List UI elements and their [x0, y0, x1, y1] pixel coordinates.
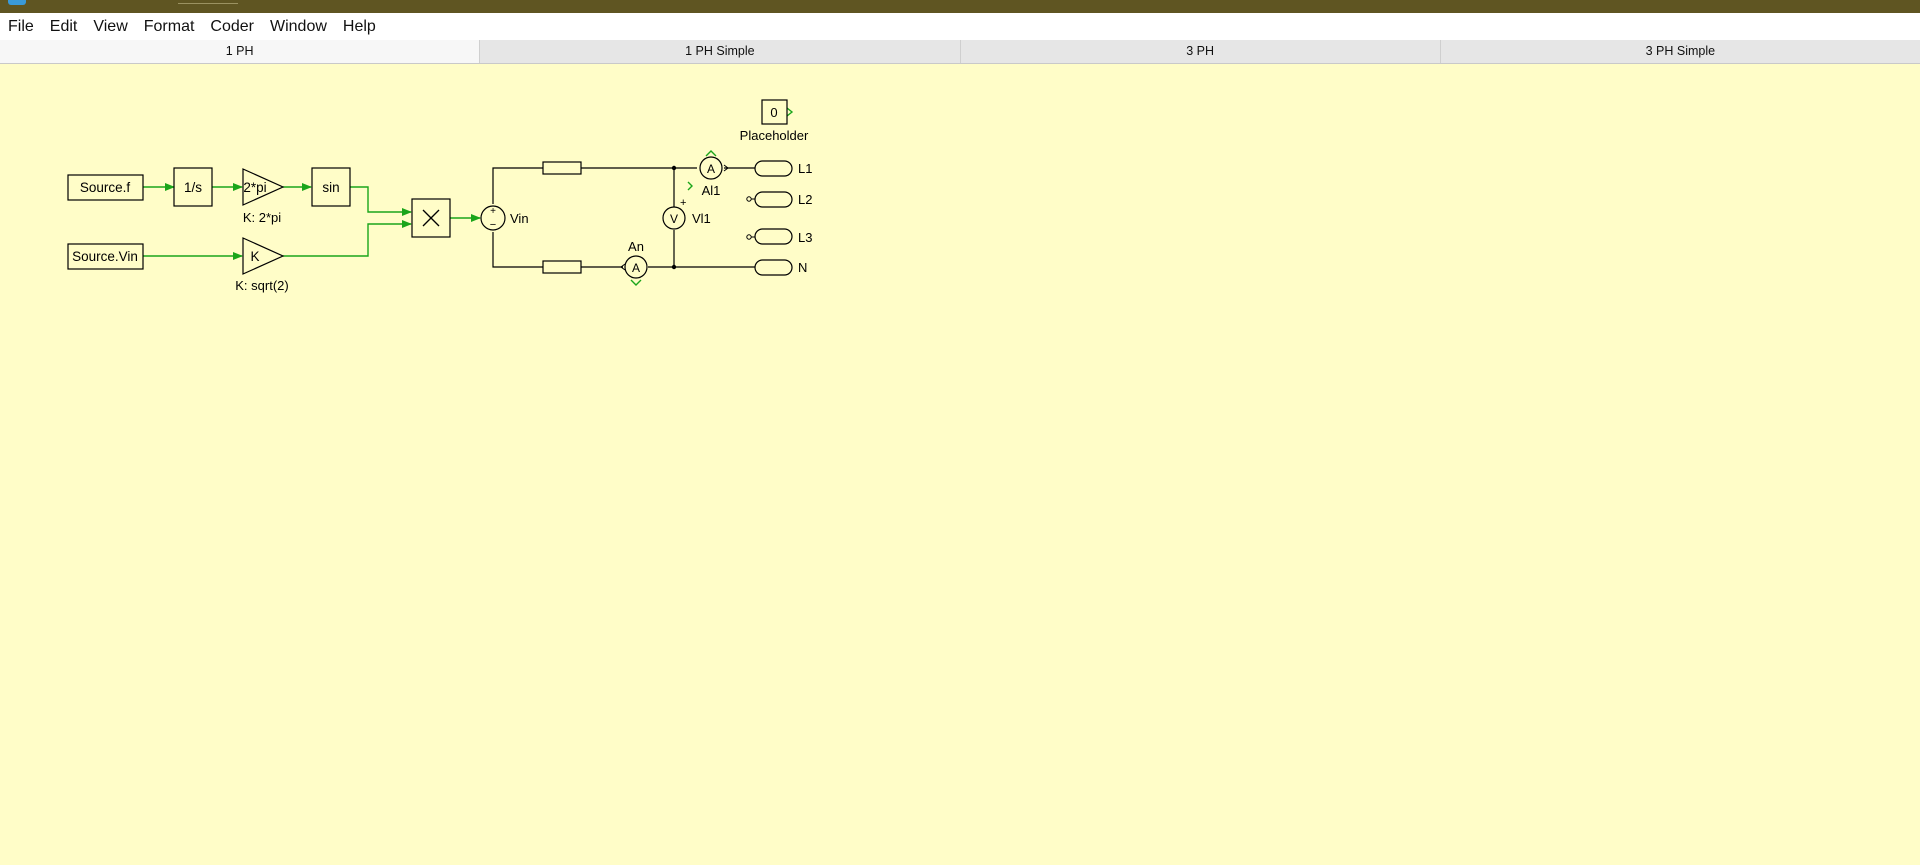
port-l3-terminal[interactable]: [746, 234, 752, 240]
an-direction-icon: [620, 263, 626, 271]
ammeter-al1[interactable]: A: [699, 156, 723, 180]
menu-format[interactable]: Format: [143, 18, 195, 35]
app-icon: [8, 0, 26, 5]
gain-2pi-caption: K: 2*pi: [243, 210, 281, 225]
source-f-label: Source.f: [80, 180, 131, 195]
junction-top: [671, 165, 677, 171]
signal-wires: [143, 107, 794, 286]
port-l3[interactable]: L3: [746, 228, 813, 245]
constant-caption: Placeholder: [740, 128, 809, 143]
al1-direction-icon: [723, 164, 729, 172]
gain-k-caption: K: sqrt(2): [235, 278, 288, 293]
menu-view[interactable]: View: [93, 18, 128, 35]
gain-2pi-block[interactable]: 2*pi: [242, 168, 285, 206]
ammeter-al1-symbol: A: [707, 162, 715, 176]
an-output-port[interactable]: [630, 279, 642, 286]
gain-k-block[interactable]: K: [242, 237, 285, 275]
vsource-plus-sign: +: [490, 206, 496, 217]
resistor-bottom[interactable]: [542, 260, 582, 274]
source-vin-block[interactable]: Source.Vin: [67, 243, 144, 270]
wire-sin-product[interactable]: [350, 186, 412, 216]
vsource-minus-sign: −: [490, 219, 496, 231]
al1-output-port[interactable]: [705, 150, 717, 157]
tab-1ph[interactable]: 1 PH: [0, 40, 480, 63]
product-block[interactable]: [411, 198, 451, 238]
ammeter-an-symbol: A: [632, 261, 640, 275]
voltmeter-output-port[interactable]: [687, 181, 693, 191]
sin-block[interactable]: sin: [311, 167, 351, 207]
port-l2-terminal[interactable]: [746, 196, 752, 202]
source-f-block[interactable]: Source.f: [67, 174, 144, 201]
voltmeter-caption: Vl1: [692, 211, 711, 226]
vin-label: Vin: [510, 211, 529, 226]
wire-bottom-left[interactable]: [492, 232, 543, 268]
sin-label: sin: [322, 180, 339, 195]
wire-gaink-product[interactable]: [283, 220, 412, 257]
block-diagram: Source.f 1/s 2*pi K: 2*pi sin Source.Vin…: [67, 99, 813, 293]
port-l1[interactable]: L1: [754, 160, 812, 177]
port-l2-label: L2: [798, 192, 812, 207]
port-l1-label: L1: [798, 161, 812, 176]
menu-coder[interactable]: Coder: [210, 18, 254, 35]
menu-file[interactable]: File: [8, 18, 34, 35]
gain-k-symbol: K: [250, 249, 259, 264]
menu-bar: File Edit View Format Coder Window Help: [0, 13, 1920, 40]
gain-2pi-symbol: 2*pi: [243, 180, 266, 195]
port-l2[interactable]: L2: [746, 191, 813, 208]
menu-window[interactable]: Window: [270, 18, 327, 35]
diagram-canvas[interactable]: Source.f 1/s 2*pi K: 2*pi sin Source.Vin…: [0, 64, 1920, 860]
constant-value: 0: [770, 105, 777, 120]
ammeter-al1-caption: Al1: [702, 183, 721, 198]
integrator-block[interactable]: 1/s: [173, 167, 213, 207]
port-l3-label: L3: [798, 230, 812, 245]
port-n[interactable]: N: [754, 259, 807, 276]
menu-help[interactable]: Help: [342, 18, 376, 35]
source-vin-label: Source.Vin: [72, 249, 138, 264]
window-title-bar: [0, 0, 1920, 13]
tab-bar: 1 PH 1 PH Simple 3 PH 3 PH Simple: [0, 40, 1920, 64]
voltage-source[interactable]: + −: [480, 205, 506, 231]
constant-output-port[interactable]: [786, 107, 794, 117]
electrical-wires: [492, 167, 755, 268]
voltmeter-plus-sign: +: [680, 197, 686, 209]
port-n-label: N: [798, 260, 807, 275]
window-title-fragment: [178, 0, 238, 4]
ammeter-an-caption: An: [628, 239, 644, 254]
wire-top-left[interactable]: [492, 167, 543, 204]
integrator-label: 1/s: [184, 180, 202, 195]
voltmeter-symbol: V: [670, 212, 678, 226]
constant-block[interactable]: 0: [761, 99, 788, 125]
voltmeter-vl1[interactable]: V: [662, 206, 686, 230]
resistor-top[interactable]: [542, 161, 582, 175]
menu-edit[interactable]: Edit: [49, 18, 78, 35]
tab-1ph-simple[interactable]: 1 PH Simple: [479, 40, 959, 63]
ammeter-an[interactable]: A: [624, 255, 648, 279]
tab-3ph[interactable]: 3 PH: [959, 40, 1440, 63]
tab-3ph-simple[interactable]: 3 PH Simple: [1439, 40, 1920, 63]
junction-bottom: [671, 264, 677, 270]
